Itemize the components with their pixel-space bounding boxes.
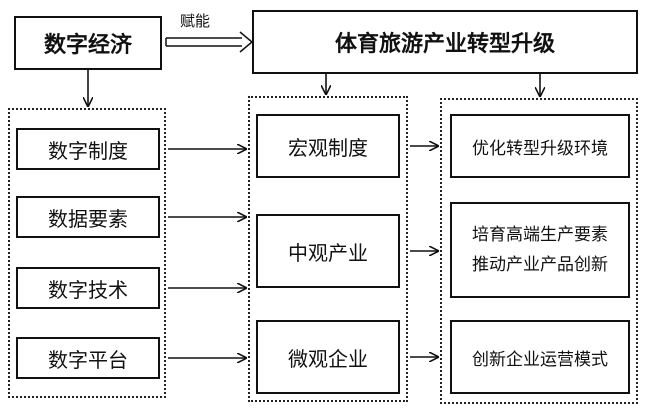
left-label-4: 数字平台: [48, 347, 128, 372]
left-group: [8, 108, 166, 398]
enable-label: 赋能: [180, 12, 211, 30]
left-label-1: 数字制度: [48, 138, 128, 163]
right-group: [440, 98, 638, 404]
digital-economy-box: 数字经济: [14, 16, 162, 70]
enable-arrow: [165, 31, 254, 53]
middle-label-2: 中观产业: [288, 240, 368, 265]
middle-box-macro: 宏观制度: [256, 114, 400, 178]
digital-economy-label: 数字经济: [43, 33, 132, 58]
left-box-data-factor: 数据要素: [16, 196, 160, 238]
right-label-2a: 培育高端生产要素: [472, 225, 608, 245]
middle-box-micro: 微观企业: [256, 320, 400, 394]
middle-box-meso: 中观产业: [256, 214, 400, 288]
upgrade-target-box: 体育旅游产业转型升级: [252, 10, 638, 74]
right-label-1: 优化转型升级环境: [472, 138, 608, 159]
right-box-factors-innovation: 培育高端生产要素 推动产业产品创新: [450, 202, 630, 298]
left-label-2: 数据要素: [48, 206, 128, 231]
left-label-3: 数字技术: [48, 277, 128, 302]
left-box-digital-tech: 数字技术: [16, 267, 160, 309]
upgrade-target-label: 体育旅游产业转型升级: [334, 32, 555, 57]
right-box-operation-mode: 创新企业运营模式: [450, 320, 630, 394]
middle-label-1: 宏观制度: [288, 135, 368, 160]
right-label-2b: 推动产业产品创新: [472, 255, 608, 275]
left-box-digital-platform: 数字平台: [16, 337, 160, 379]
middle-label-3: 微观企业: [288, 346, 368, 371]
right-label-3: 创新企业运营模式: [472, 349, 608, 370]
right-box-environment: 优化转型升级环境: [450, 114, 630, 178]
left-box-digital-institution: 数字制度: [16, 128, 160, 170]
middle-group: [248, 96, 408, 402]
